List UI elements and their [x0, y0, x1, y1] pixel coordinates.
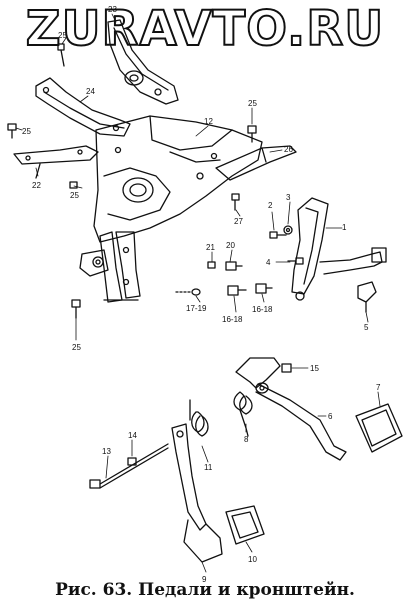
- callout-25-left: 25: [22, 127, 31, 136]
- switch-20: [225, 261, 243, 271]
- callout-16-18-b: 16-18: [252, 305, 273, 314]
- nut-14: [127, 457, 137, 466]
- callout-14: 14: [128, 431, 137, 440]
- spring-11: [189, 399, 209, 437]
- figure-caption: Рис. 63. Педали и кронштейн.: [55, 580, 355, 600]
- callout-22: 22: [32, 181, 41, 190]
- callout-26: 26: [284, 145, 293, 154]
- main-bracket-12: [93, 115, 263, 243]
- callout-17-19: 17-19: [186, 304, 207, 313]
- right-support-26: [215, 145, 297, 181]
- callout-5: 5: [364, 323, 369, 332]
- callout-15: 15: [310, 364, 319, 373]
- callout-16-18-a: 16-18: [222, 315, 243, 324]
- bolt-25-top: [57, 43, 65, 67]
- callout-10: 10: [248, 555, 257, 564]
- support-plate-22: [13, 145, 99, 179]
- switch-16-18a: [227, 285, 247, 296]
- fastener-2: [269, 231, 287, 239]
- callout-4: 4: [266, 258, 271, 267]
- watermark: ZURAVTO.RU: [25, 0, 385, 58]
- brake-pad-7: [355, 403, 403, 453]
- callout-20: 20: [226, 241, 235, 250]
- callout-23: 23: [108, 5, 117, 14]
- callout-9: 9: [202, 575, 207, 584]
- callout-24: 24: [86, 87, 95, 96]
- callout-2: 2: [268, 201, 273, 210]
- callout-12: 12: [204, 117, 213, 126]
- brake-pedal-6: [235, 357, 347, 461]
- bolt-25-right: [247, 125, 257, 143]
- pivot-bolt-13: [89, 443, 169, 489]
- upper-bracket-23: [107, 19, 179, 105]
- callout-25-mid: 25: [70, 191, 79, 200]
- leader-lines: [15, 13, 381, 573]
- callout-25-right: 25: [248, 99, 257, 108]
- bolt-25-mid: [69, 181, 78, 189]
- bolt-25-left: [7, 123, 17, 139]
- callout-3: 3: [286, 193, 291, 202]
- fastener-3: [283, 225, 293, 235]
- switch-17-19: [175, 288, 201, 296]
- pedal-hanger: [79, 231, 141, 303]
- callout-8: 8: [244, 435, 249, 444]
- clutch-pad-10: [225, 505, 265, 545]
- spring-8: [233, 391, 253, 437]
- callout-7: 7: [376, 383, 381, 392]
- callout-25-lower: 25: [72, 343, 81, 352]
- bracket-arm-24: [35, 77, 131, 137]
- bolt-25-lower: [71, 299, 81, 319]
- accelerator-pedal-1: [291, 197, 387, 301]
- nut-15: [281, 363, 292, 373]
- callout-11: 11: [204, 463, 213, 472]
- stop-5: [357, 281, 377, 313]
- callout-27: 27: [234, 217, 243, 226]
- callout-labels: 23 25 24 25 22 25 12 25 26 27 2 3 1 21 2…: [22, 5, 381, 584]
- callout-25-top: 25: [58, 31, 67, 40]
- callout-21: 21: [206, 243, 215, 252]
- callout-13: 13: [102, 447, 111, 456]
- callout-6: 6: [328, 412, 333, 421]
- callout-1: 1: [342, 223, 347, 232]
- fastener-4: [287, 257, 304, 265]
- clutch-pedal-9: [171, 423, 223, 563]
- switch-16-18b: [255, 283, 273, 294]
- bolt-27: [231, 193, 240, 211]
- nut-21: [207, 261, 216, 269]
